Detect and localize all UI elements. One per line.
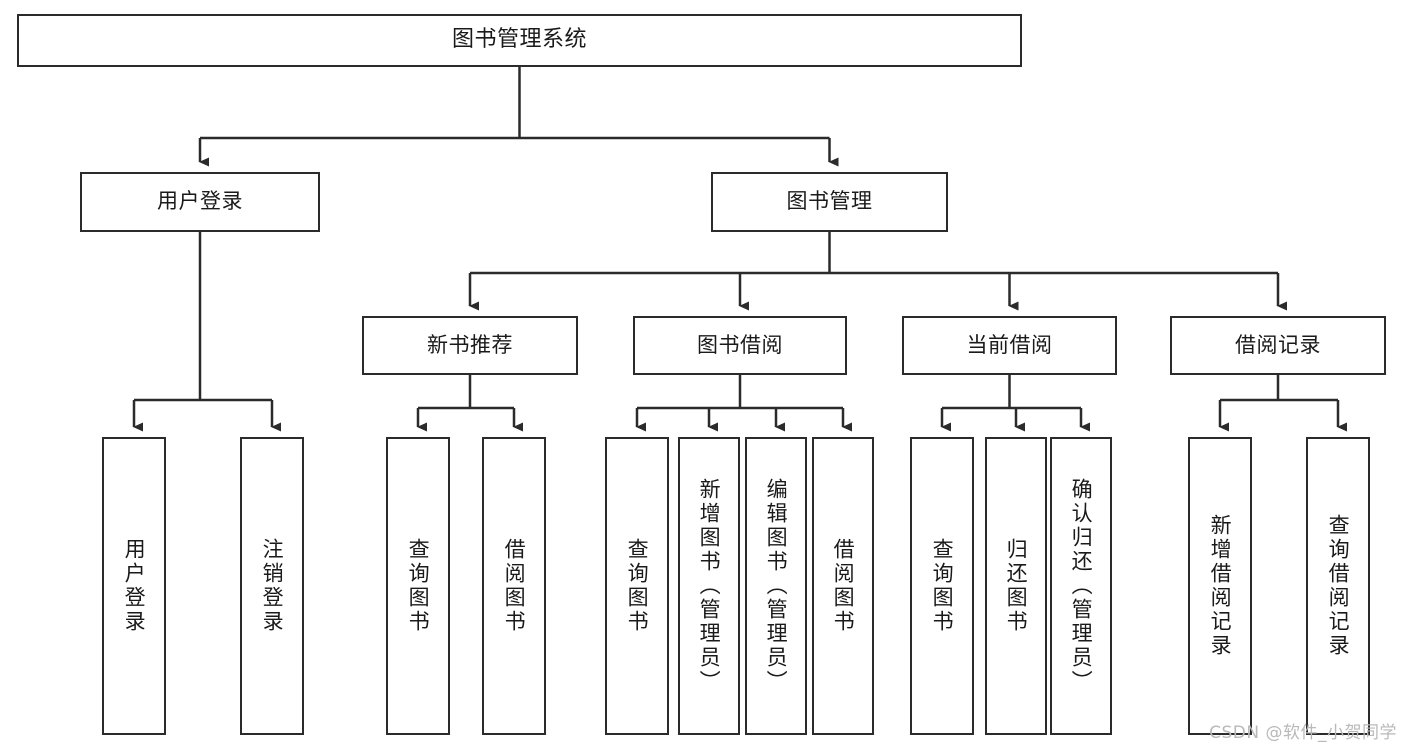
node-label: 确认归还（管理员）: [1069, 478, 1094, 694]
node-label: 用户登录: [122, 538, 147, 634]
watermark-text: CSDN @软件_小贺同学: [1209, 723, 1397, 743]
node-label: 归还图书: [1004, 538, 1029, 634]
node-l-add[interactable]: 新增图书（管理员）: [678, 437, 740, 735]
node-bookmgmt[interactable]: 图书管理: [711, 172, 948, 232]
node-records[interactable]: 借阅记录: [1170, 316, 1386, 375]
node-label: 图书管理系统: [451, 27, 587, 53]
node-label: 查询图书: [625, 538, 650, 634]
node-newrec[interactable]: 新书推荐: [362, 316, 578, 375]
node-l-edit[interactable]: 编辑图书（管理员）: [745, 437, 807, 735]
node-label: 编辑图书（管理员）: [764, 478, 789, 694]
node-l-b2[interactable]: 借阅图书: [812, 437, 874, 735]
node-current[interactable]: 当前借阅: [902, 316, 1117, 375]
node-login[interactable]: 用户登录: [80, 172, 320, 232]
node-label: 当前借阅: [966, 332, 1053, 357]
node-label: 新增图书（管理员）: [697, 478, 722, 694]
node-l-q2[interactable]: 查询图书: [605, 437, 669, 735]
node-l-logout[interactable]: 注销登录: [240, 437, 304, 735]
node-label: 借阅记录: [1235, 332, 1321, 357]
node-label: 图书借阅: [697, 332, 783, 357]
node-label: 借阅图书: [502, 538, 527, 634]
node-label: 注销登录: [260, 538, 285, 634]
node-label: 查询图书: [406, 538, 431, 634]
node-l-q1[interactable]: 查询图书: [386, 437, 450, 735]
node-label: 新书推荐: [427, 332, 513, 357]
node-label: 查询借阅记录: [1326, 514, 1351, 658]
node-l-conf[interactable]: 确认归还（管理员）: [1050, 437, 1112, 735]
node-l-q3[interactable]: 查询图书: [910, 437, 974, 735]
node-l-b1[interactable]: 借阅图书: [482, 437, 546, 735]
node-l-addrec[interactable]: 新增借阅记录: [1188, 437, 1252, 735]
node-l-qrec[interactable]: 查询借阅记录: [1306, 437, 1370, 735]
node-borrow[interactable]: 图书借阅: [633, 316, 847, 375]
node-l-ret[interactable]: 归还图书: [985, 437, 1047, 735]
node-label: 新增借阅记录: [1208, 514, 1233, 658]
node-label: 用户登录: [157, 189, 243, 214]
node-label: 图书管理: [786, 189, 873, 214]
node-label: 查询图书: [930, 538, 955, 634]
node-l-login[interactable]: 用户登录: [102, 437, 166, 735]
node-label: 借阅图书: [831, 538, 856, 634]
node-root[interactable]: 图书管理系统: [17, 14, 1022, 67]
